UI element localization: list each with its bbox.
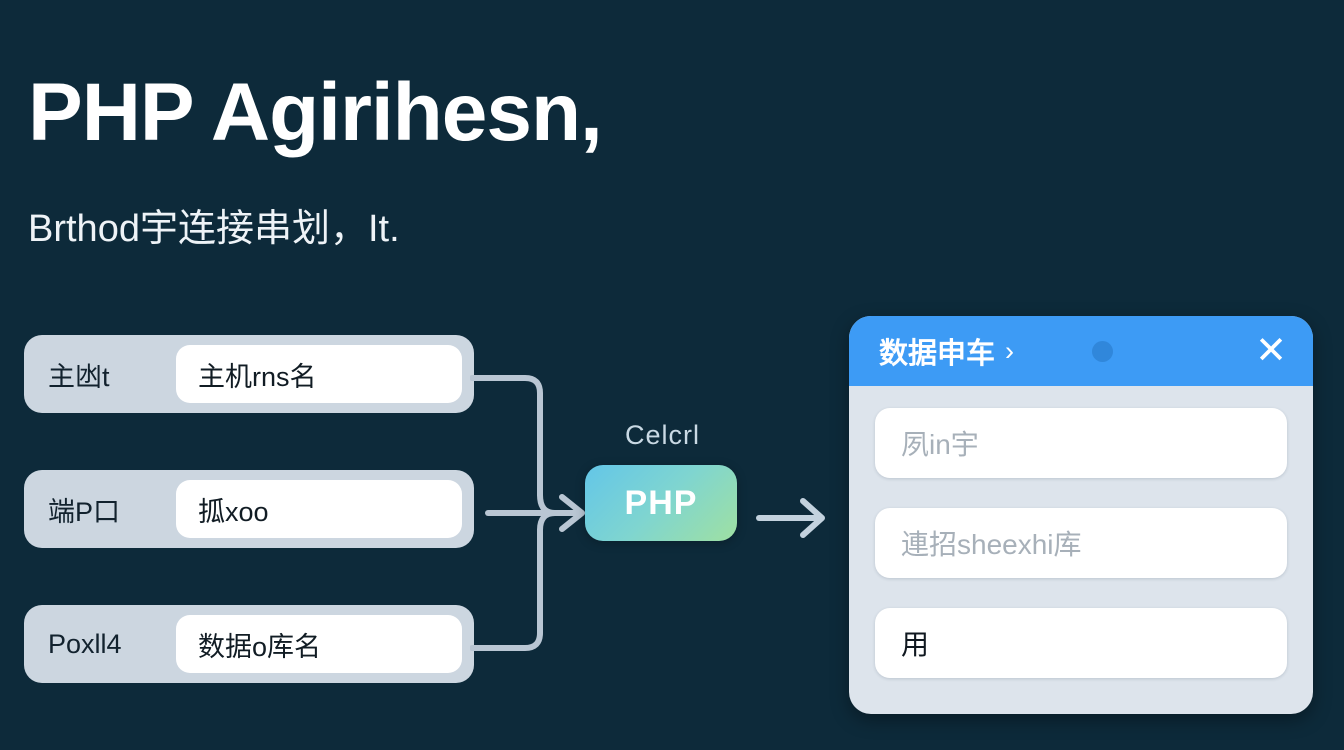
php-caption: Celcrl	[624, 420, 700, 450]
php-processor: Celcrl PHP	[585, 420, 740, 541]
row-label: 端P口	[48, 496, 121, 527]
php-badge[interactable]: PHP	[585, 465, 737, 541]
panel-body: 夙in宇 連招sheexhi库 用	[849, 386, 1313, 678]
row-label: Poxll4	[48, 628, 122, 659]
host-input[interactable]: 主机rns名	[176, 345, 462, 403]
arrow-right-icon	[755, 495, 835, 541]
table-row[interactable]: Poxll4 数据o库名	[24, 605, 474, 683]
result-panel: 数据申车 › ✕ 夙in宇 連招sheexhi库 用	[849, 316, 1313, 714]
port-input[interactable]: 㧓xoo	[176, 480, 462, 538]
row-label: 主凼t	[48, 361, 110, 392]
panel-field-result[interactable]: 用	[875, 608, 1287, 678]
table-row[interactable]: 主凼t 主机rns名	[24, 335, 474, 413]
panel-field-database[interactable]: 連招sheexhi库	[875, 508, 1287, 578]
status-dot-icon	[1092, 341, 1113, 362]
panel-title: 数据申车	[879, 338, 996, 370]
chevron-right-icon[interactable]: ›	[1005, 335, 1015, 366]
connector-lines	[469, 330, 650, 680]
table-row[interactable]: 端P口 㧓xoo	[24, 470, 474, 548]
page-subtitle: Brthod宇连接串划，It.	[28, 208, 400, 250]
close-icon[interactable]: ✕	[1255, 330, 1287, 372]
database-input[interactable]: 数据o库名	[176, 615, 462, 673]
panel-field-username[interactable]: 夙in宇	[875, 408, 1287, 478]
connection-form: 主凼t 主机rns名 端P口 㧓xoo Poxll4 数据o库名	[24, 335, 474, 683]
page-title: PHP Agirihesn,	[28, 67, 603, 158]
panel-header[interactable]: 数据申车 › ✕	[849, 316, 1313, 386]
